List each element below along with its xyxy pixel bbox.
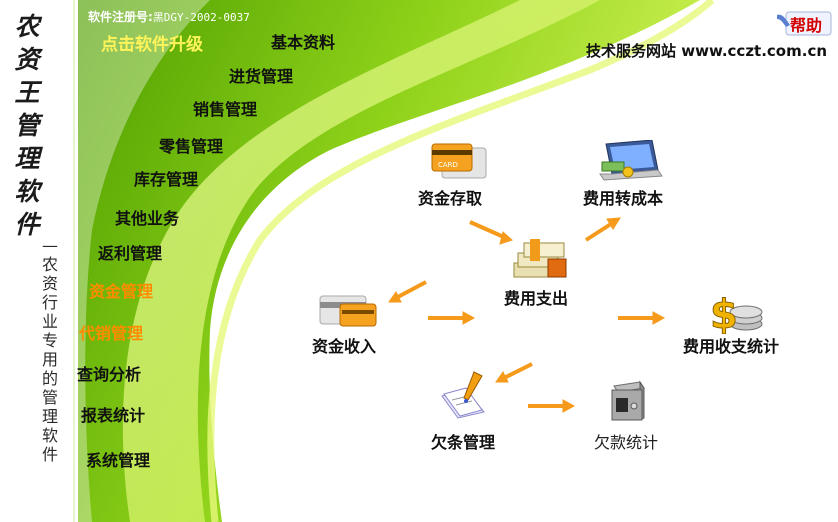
app-title-vertical: 农 资 王 管 理 软 件	[10, 10, 44, 241]
subtitle-char: 农	[41, 255, 58, 274]
help-button[interactable]: 帮助	[776, 11, 832, 37]
cash-stack-icon[interactable]	[510, 237, 572, 283]
flow-expense-out[interactable]: 费用支出	[504, 289, 569, 308]
title-char: 王	[14, 78, 40, 107]
subtitle-char: 行	[41, 293, 58, 312]
menu-item-query[interactable]: 查询分析	[77, 365, 142, 384]
flow-fund-deposit[interactable]: 资金存取	[418, 189, 483, 208]
card-deposit-icon[interactable]: CARD	[428, 140, 490, 182]
svg-text:CARD: CARD	[438, 161, 458, 169]
subtitle-char: 用	[41, 350, 58, 369]
menu-item-retail[interactable]: 零售管理	[159, 137, 224, 156]
subtitle-char: 软	[41, 426, 58, 445]
subtitle-char: 件	[41, 445, 58, 464]
upgrade-link[interactable]: 点击软件升级	[101, 35, 203, 55]
registration-label: 软件注册号:	[88, 10, 153, 24]
registration-number: 软件注册号:黑DGY-2002-0037	[88, 8, 250, 25]
subtitle-char: 业	[41, 312, 58, 331]
menu-item-other[interactable]: 其他业务	[115, 209, 180, 228]
title-char: 资	[14, 45, 40, 74]
dollar-coins-icon[interactable]: $	[708, 290, 768, 334]
menu-item-system[interactable]: 系统管理	[86, 451, 151, 470]
title-char: 理	[14, 144, 40, 173]
title-char: 农	[14, 12, 40, 41]
help-badge-icon	[777, 11, 832, 36]
menu-item-basic[interactable]: 基本资料	[271, 33, 336, 52]
title-char: 管	[14, 111, 40, 140]
iou-note-icon[interactable]	[438, 370, 490, 420]
registration-code: 黑DGY-2002-0037	[152, 11, 250, 24]
menu-item-consign[interactable]: 代销管理	[79, 324, 144, 343]
flow-debt-stats[interactable]: 欠款统计	[594, 433, 659, 452]
menu-item-sales[interactable]: 销售管理	[193, 100, 258, 119]
support-website: 技术服务网站 www.cczt.com.cn	[586, 42, 828, 60]
flow-fund-income[interactable]: 资金收入	[312, 337, 377, 356]
subtitle-char: 资	[41, 274, 58, 293]
safe-icon[interactable]	[604, 378, 648, 424]
menu-item-purchase[interactable]: 进货管理	[229, 67, 294, 86]
app-subtitle-vertical: — 农 资 行 业 专 用 的 管 理 软 件	[40, 236, 60, 464]
svg-text:$: $	[710, 292, 738, 334]
menu-item-funds[interactable]: 资金管理	[89, 282, 154, 301]
title-char: 软	[14, 177, 40, 206]
flow-expense-to-cost[interactable]: 费用转成本	[583, 189, 664, 208]
menu-item-rebate[interactable]: 返利管理	[98, 244, 163, 263]
card-income-icon[interactable]	[318, 290, 380, 330]
flow-expense-stats[interactable]: 费用收支统计	[683, 337, 780, 356]
laptop-money-icon[interactable]	[598, 140, 664, 182]
subtitle-char: 的	[41, 369, 58, 388]
menu-item-reports[interactable]: 报表统计	[81, 406, 146, 425]
subtitle-char: 管	[41, 388, 58, 407]
menu-item-inventory[interactable]: 库存管理	[134, 170, 199, 189]
help-label: 帮助	[790, 16, 823, 35]
title-char: 件	[14, 210, 40, 239]
subtitle-char: 理	[41, 407, 58, 426]
flow-iou-manage[interactable]: 欠条管理	[431, 433, 496, 452]
subtitle-char: —	[42, 236, 58, 255]
subtitle-char: 专	[41, 331, 58, 350]
